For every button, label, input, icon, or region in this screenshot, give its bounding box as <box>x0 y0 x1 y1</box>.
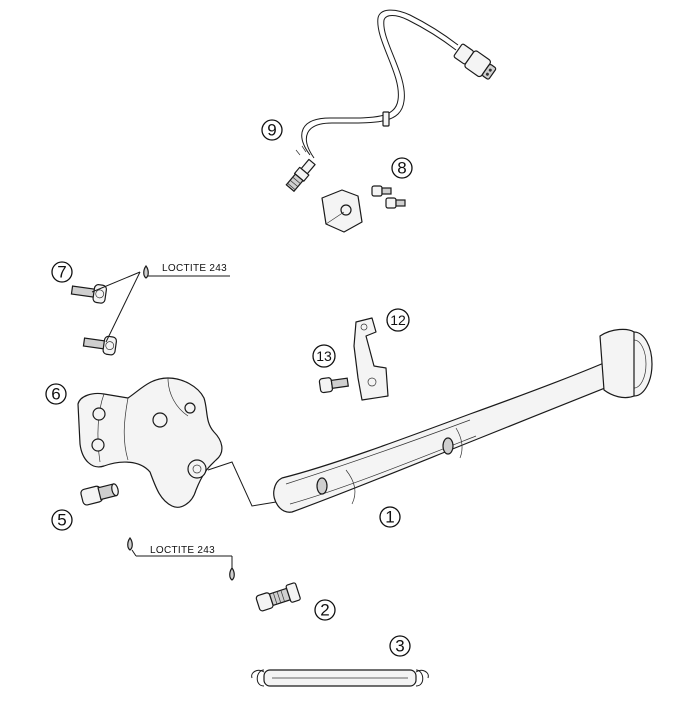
svg-text:3: 3 <box>395 637 404 656</box>
callout-8: 8 <box>391 157 413 179</box>
svg-text:5: 5 <box>57 511 66 530</box>
part-13-screw <box>318 377 349 394</box>
loctite-bottom-marker <box>127 536 235 581</box>
svg-text:1: 1 <box>385 508 394 527</box>
part-7-bolts <box>70 264 230 356</box>
callout-2: 2 <box>314 599 336 621</box>
svg-text:9: 9 <box>267 121 276 140</box>
callout-9: 9 <box>261 119 283 141</box>
loctite-label-bottom: LOCTITE 243 <box>150 545 215 556</box>
loctite-label-top: LOCTITE 243 <box>162 263 227 274</box>
part-1-side-stand <box>273 328 653 513</box>
part-3-spring <box>251 669 429 687</box>
svg-text:7: 7 <box>57 263 66 282</box>
svg-text:2: 2 <box>320 601 329 620</box>
callout-5: 5 <box>51 509 73 531</box>
part-12-switch-bracket <box>353 317 389 401</box>
callout-12: 12 <box>386 308 410 332</box>
part-5-bushing <box>80 483 119 506</box>
svg-text:12: 12 <box>390 312 406 328</box>
part-8-screws <box>371 185 406 209</box>
svg-text:8: 8 <box>397 159 406 178</box>
callout-7: 7 <box>51 261 73 283</box>
part-6-mounting-bracket <box>77 377 277 508</box>
callout-6: 6 <box>45 383 67 405</box>
callout-1: 1 <box>379 506 401 528</box>
part-2-pivot-bolt <box>255 582 301 612</box>
svg-text:6: 6 <box>51 385 60 404</box>
callout-3: 3 <box>389 635 411 657</box>
callout-13: 13 <box>312 344 336 368</box>
svg-text:13: 13 <box>316 348 332 364</box>
part-9-sidestand-switch-cable <box>285 9 497 233</box>
